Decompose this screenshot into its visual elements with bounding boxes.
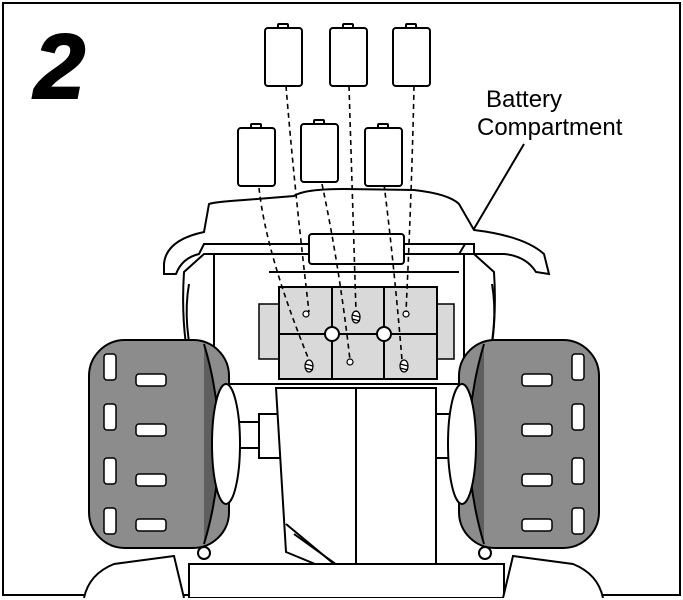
screw-icon (399, 359, 409, 373)
battery-icon (264, 23, 303, 87)
battery-icon (300, 119, 339, 183)
screw-icon (304, 359, 314, 373)
battery-icon (329, 23, 368, 87)
screw-icon (351, 310, 361, 324)
left-wheel (88, 339, 241, 549)
battery-icon (392, 23, 431, 87)
assembly-illustration: 2 Battery Compartment (31, 15, 623, 598)
battery-guide-lines (258, 85, 415, 361)
bottom-bumper (83, 546, 604, 598)
callout-label-line1: Battery (486, 86, 562, 113)
motor-housing (274, 387, 437, 580)
callout-label-line2: Compartment (477, 114, 623, 141)
battery-icon (364, 123, 403, 187)
step-number: 2 (32, 16, 85, 118)
battery-contact-terminal (346, 358, 354, 366)
battery-icon (237, 123, 276, 187)
battery-compartment (258, 286, 455, 380)
right-wheel (447, 339, 600, 549)
battery-contact-terminal (302, 310, 310, 318)
battery-group (237, 23, 431, 187)
